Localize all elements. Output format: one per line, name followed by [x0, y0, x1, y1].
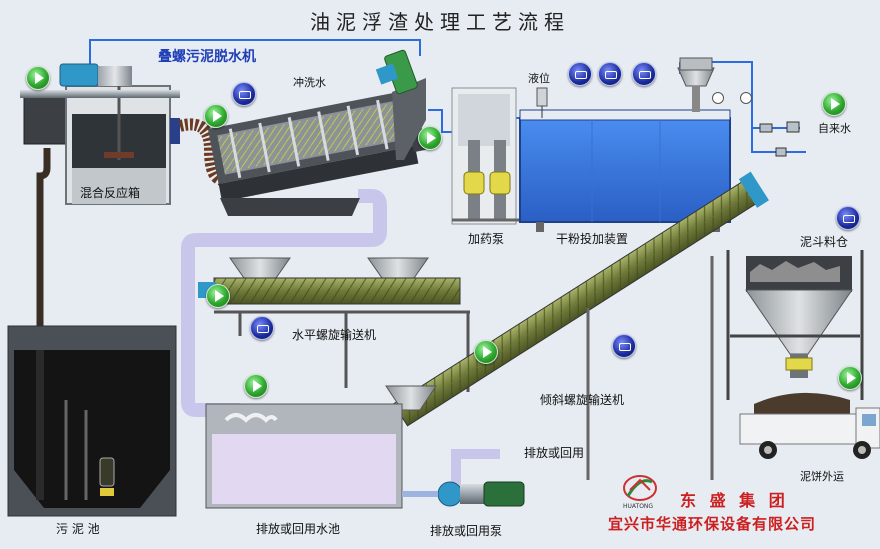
- horizontal-conveyor: [198, 257, 470, 392]
- run-horizontal-conveyor-button[interactable]: [206, 284, 230, 308]
- company-logo: [623, 475, 657, 501]
- stop-level-3-button[interactable]: [632, 62, 656, 86]
- page-title: 油泥浮渣处理工艺流程: [310, 10, 570, 34]
- powder-hopper: [677, 57, 715, 112]
- run-inclined-conveyor-button[interactable]: [474, 340, 498, 364]
- reuse-pool-label: 排放或回用水池: [256, 522, 341, 536]
- powder-feeder-label: 干粉投加装置: [556, 232, 629, 246]
- run-screw-press-button[interactable]: [418, 126, 442, 150]
- flush-water-label: 冲洗水: [293, 76, 326, 89]
- run-hopper-button[interactable]: [838, 366, 862, 390]
- horizontal-conveyor-label: 水平螺旋输送机: [292, 328, 377, 342]
- run-tap-water-button[interactable]: [822, 92, 846, 116]
- company-short-name: 东 盛 集 团: [680, 491, 789, 510]
- stop-inclined-conveyor-button[interactable]: [612, 334, 636, 358]
- run-pool-button[interactable]: [244, 374, 268, 398]
- conveyor-supports: [586, 256, 714, 480]
- flow-gauge-icon: [740, 92, 752, 104]
- sludge-silo: [726, 250, 864, 400]
- reuse-pool: [205, 403, 403, 509]
- cake-transport-label: 泥饼外运: [800, 470, 844, 483]
- discharge-label: 排放或回用: [524, 446, 585, 460]
- dosing-system: [451, 87, 520, 225]
- sludge-pipe: [181, 189, 387, 417]
- pressure-gauge-icon: [712, 92, 724, 104]
- sludge-hopper-label: 泥斗料仓: [800, 235, 849, 249]
- truck: [739, 392, 880, 459]
- valves: [759, 121, 800, 157]
- flex-hose: [178, 118, 224, 186]
- stop-level-1-button[interactable]: [568, 62, 592, 86]
- dewatering-machine-label: 叠螺污泥脱水机: [158, 49, 256, 65]
- mixing-tank-label: 混合反应箱: [80, 186, 141, 200]
- sludge-pit-label: 污 泥 池: [56, 522, 100, 536]
- press-stand: [220, 198, 360, 216]
- overflow-pipe: [451, 449, 500, 492]
- logo-text: HUATONG: [623, 503, 654, 510]
- company-full-name: 宜兴市华通环保设备有限公司: [608, 515, 817, 533]
- stop-dewatering-button[interactable]: [232, 82, 256, 106]
- press-motor: [375, 49, 418, 95]
- dosing-pump-label: 加药泵: [468, 232, 505, 246]
- stop-horizontal-conveyor-button[interactable]: [250, 316, 274, 340]
- press-outlet: [392, 78, 426, 160]
- stop-level-2-button[interactable]: [598, 62, 622, 86]
- inclined-conveyor-label: 倾斜螺旋输送机: [540, 393, 625, 407]
- sludge-pit: [7, 325, 177, 517]
- level-label: 液位: [528, 72, 550, 85]
- reuse-pump-label: 排放或回用泵: [430, 524, 503, 538]
- level-sensor: [536, 87, 548, 118]
- run-mixer-button[interactable]: [204, 104, 228, 128]
- powder-feeder-tank: [519, 109, 731, 232]
- tap-water-label: 自来水: [818, 122, 851, 135]
- reuse-pump: [402, 481, 525, 507]
- run-dewatering-button[interactable]: [26, 66, 50, 90]
- screw-press: [207, 81, 426, 202]
- stop-hopper-button[interactable]: [836, 206, 860, 230]
- sludge-feed-pipe: [36, 148, 51, 348]
- mixer-motor: [59, 63, 132, 87]
